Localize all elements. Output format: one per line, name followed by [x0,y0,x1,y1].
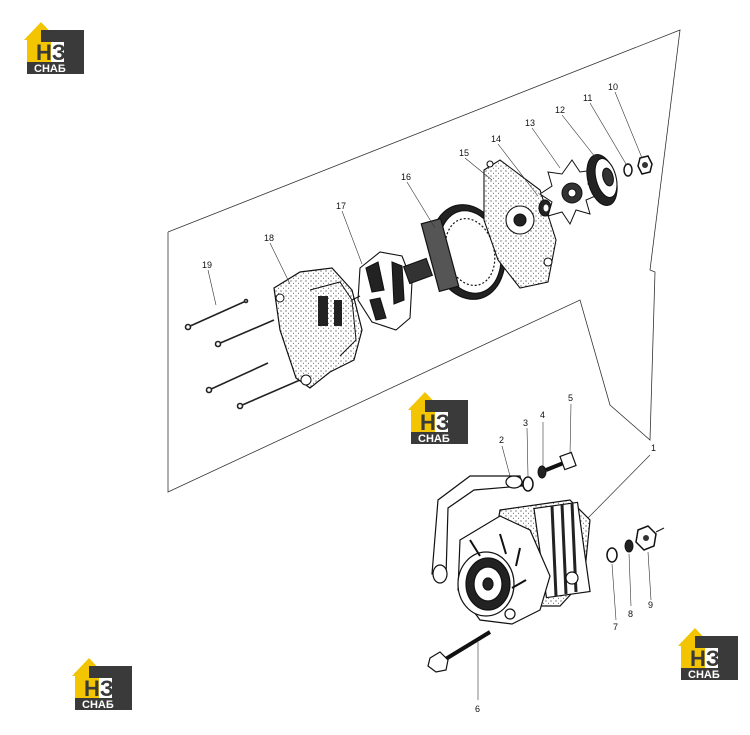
part-17-rotor [351,251,434,331]
logo-top-text: НЗ [84,676,114,701]
logo-top-text: НЗ [36,40,66,65]
callout-15: 15 [459,148,469,158]
callout-4: 4 [540,410,545,420]
logo-bottom-text: СНАБ [688,669,720,681]
brand-logo-bottom-left: НЗ СНАБ [72,658,132,711]
callout-2: 2 [499,435,504,445]
part-18-rear-housing [273,267,363,389]
callout-13: 13 [525,118,535,128]
brand-logo-bottom-right: НЗ СНАБ [678,628,738,681]
logo-bottom-text: СНАБ [418,433,450,445]
part-9-nut [635,525,665,551]
callout-1: 1 [651,443,656,453]
callout-16: 16 [401,172,411,182]
part-19-bolts [184,298,301,410]
callout-7: 7 [613,622,618,632]
part-8-lockwasher [624,539,634,553]
callout-19: 19 [202,260,212,270]
callout-14: 14 [491,134,501,144]
logo-bottom-text: СНАБ [82,699,114,711]
leader-line-1 [587,454,651,519]
exploded-view-frame [167,29,681,493]
part-10-nut [637,155,653,175]
callout-5: 5 [568,393,573,403]
callout-18: 18 [264,233,274,243]
part-2-bracket [431,475,523,584]
part-7-washer [606,547,618,563]
part-1-alternator-assembly [457,499,591,625]
logo-top-text: НЗ [690,646,720,671]
logo-top-text: НЗ [420,410,450,435]
part-14-spacer [538,199,552,217]
callout-leaders [207,91,652,700]
part-5-bolt [545,451,577,472]
callout-6: 6 [475,704,480,714]
part-15-front-housing [483,159,557,289]
callout-17: 17 [336,201,346,211]
brand-logo-center: НЗ СНАБ [408,392,468,445]
part-13-fan [539,159,601,226]
part-11-washer [623,163,633,177]
callout-3: 3 [523,418,528,428]
callout-10: 10 [608,82,618,92]
part-12-pulley [586,154,618,206]
part-4-lockwasher [537,465,547,479]
callout-8: 8 [628,609,633,619]
part-6-bolt [427,630,492,673]
brand-logo-top-left: НЗ СНАБ [24,22,84,75]
callout-9: 9 [648,600,653,610]
callout-12: 12 [555,105,565,115]
part-3-washer [522,476,534,492]
logo-bottom-text: СНАБ [34,63,66,75]
callout-11: 11 [583,93,592,103]
callout-numbers: 1 2 3 4 5 6 7 8 9 10 11 12 13 14 15 16 1… [202,82,656,714]
